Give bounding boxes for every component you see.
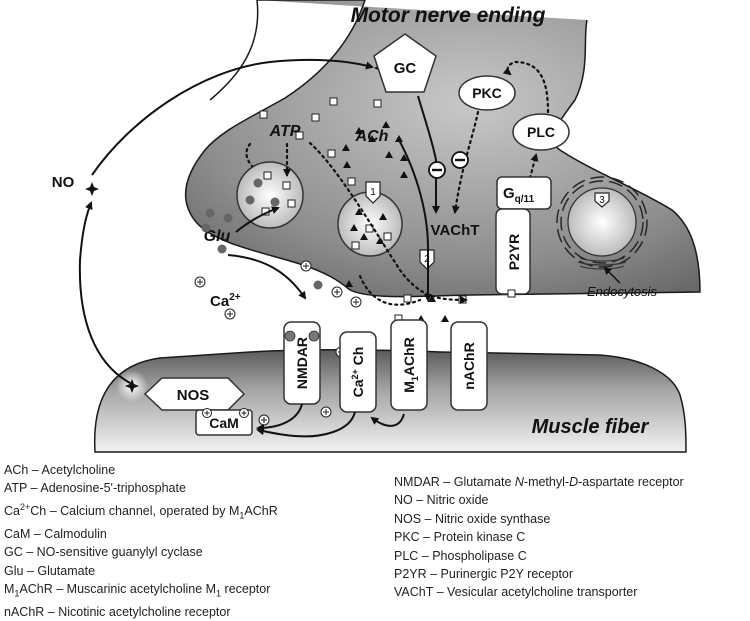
- legend-item: NMDAR – Glutamate N-methyl-D-aspartate r…: [394, 473, 684, 491]
- ca-channel-label: Ca2+ Ch: [350, 347, 366, 398]
- legend-text: -methyl-: [523, 475, 570, 489]
- glu-label: Glu: [204, 228, 231, 245]
- ca-main: Ca: [210, 293, 230, 310]
- legend-text: AChR – Muscarinic acetylcholine M: [19, 582, 217, 597]
- nmdar-label: NMDAR: [294, 337, 310, 389]
- legend-text: Ch – Calcium channel, operated by M: [30, 503, 240, 518]
- ca-channel-box: [339, 331, 377, 413]
- legend-sub: 1: [216, 588, 222, 599]
- legend-item: nAChR – Nicotinic acetylcholine receptor: [4, 605, 231, 619]
- ca-label: Ca2+: [210, 292, 241, 310]
- no-star-left-icon: [85, 182, 99, 196]
- legend-text: NMDAR – Glutamate: [394, 475, 515, 489]
- motor-nerve-ending-label: Motor nerve ending: [351, 4, 546, 27]
- gc-node: [373, 33, 437, 93]
- machr-b: AChR: [401, 337, 417, 376]
- legend-item: Ca2+Ch – Calcium channel, operated by M1…: [4, 498, 278, 525]
- legend-text: receptor: [221, 582, 271, 597]
- nachr-label: nAChR: [461, 342, 477, 389]
- gq11-label: Gq/11: [503, 185, 535, 205]
- no-label: NO: [52, 174, 75, 191]
- legend-text: AChR: [244, 503, 278, 518]
- glu-vesicle: [236, 161, 304, 229]
- endocytosis-vesicle: [567, 187, 637, 257]
- muscle-fiber-label: Muscle fiber: [532, 416, 650, 438]
- machr-a: M: [401, 381, 417, 393]
- legend-text: D: [569, 475, 579, 489]
- plc-label: PLC: [527, 124, 555, 140]
- cam-label: CaM: [209, 415, 239, 431]
- legend-item: P2YR – Purinergic P2Y receptor: [394, 567, 574, 582]
- legend-item: ATP – Adenosine-5'-triphosphate: [4, 481, 186, 496]
- nos-label: NOS: [177, 387, 210, 404]
- legend-item: Glu – Glutamate: [4, 563, 96, 578]
- ach-label: ACh: [355, 128, 389, 145]
- ca-sup: 2+: [229, 292, 241, 303]
- plc-node: [512, 113, 570, 151]
- legend-sub: 1: [14, 588, 20, 599]
- legend-item: NOS – Nitric oxide synthase: [394, 511, 551, 526]
- gq11-sub: q/11: [515, 194, 535, 205]
- legend-item: PKC – Protein kinase C: [394, 530, 526, 545]
- legend-sup: 2+: [19, 501, 31, 512]
- cach-b: Ch: [350, 347, 366, 370]
- legend-item: PLC – Phospholipase C: [394, 548, 527, 563]
- m1achr-box: [390, 319, 428, 411]
- step1-marker: [365, 181, 381, 204]
- gq11-main: G: [503, 185, 515, 202]
- vacht-label: VAChT: [431, 222, 480, 239]
- no-star-muscle-icon: [125, 379, 139, 393]
- legend-sub: 1: [239, 510, 245, 521]
- legend-right: NMDAR – Glutamate N-methyl-D-aspartate r…: [394, 473, 684, 602]
- step3-marker: [594, 192, 610, 208]
- legend-item: ACh – Acetylcholine: [4, 463, 116, 477]
- legend-item: VAChT – Vesicular acetylcholine transpor…: [394, 585, 638, 600]
- atp-label: ATP: [269, 123, 301, 140]
- m1achr-label: M1AChR: [401, 337, 420, 393]
- legend-text: Ca: [4, 503, 20, 518]
- machr-sub: 1: [410, 376, 420, 381]
- legend-item: M1AChR – Muscarinic acetylcholine M1 rec…: [4, 580, 278, 603]
- cach-sup: 2+: [350, 369, 360, 379]
- pkc-label: PKC: [472, 85, 502, 101]
- cach-a: Ca: [350, 379, 366, 397]
- p2yr-label: P2YR: [506, 234, 522, 271]
- gc-label: GC: [394, 60, 417, 77]
- legend-left: ACh – Acetylcholine ATP – Adenosine-5'-t…: [4, 461, 278, 621]
- legend-text: N: [514, 475, 524, 489]
- nachr-box: [450, 321, 488, 411]
- legend-text: M: [4, 582, 15, 597]
- legend-item: CaM – Calmodulin: [4, 526, 107, 541]
- step1-label: 1: [370, 187, 376, 198]
- legend-text: -aspartate receptor: [578, 475, 684, 489]
- pkc-node: [458, 75, 516, 111]
- legend-item: NO – Nitric oxide: [394, 493, 489, 508]
- ach-vesicle: [337, 191, 403, 257]
- step3-label: 3: [599, 195, 605, 206]
- endocytosis-label: Endocytosis: [587, 284, 658, 299]
- nos-node: [143, 377, 246, 411]
- legend-item: GC – NO-sensitive guanylyl cyclase: [4, 545, 203, 560]
- nerve-terminal: [184, 0, 701, 298]
